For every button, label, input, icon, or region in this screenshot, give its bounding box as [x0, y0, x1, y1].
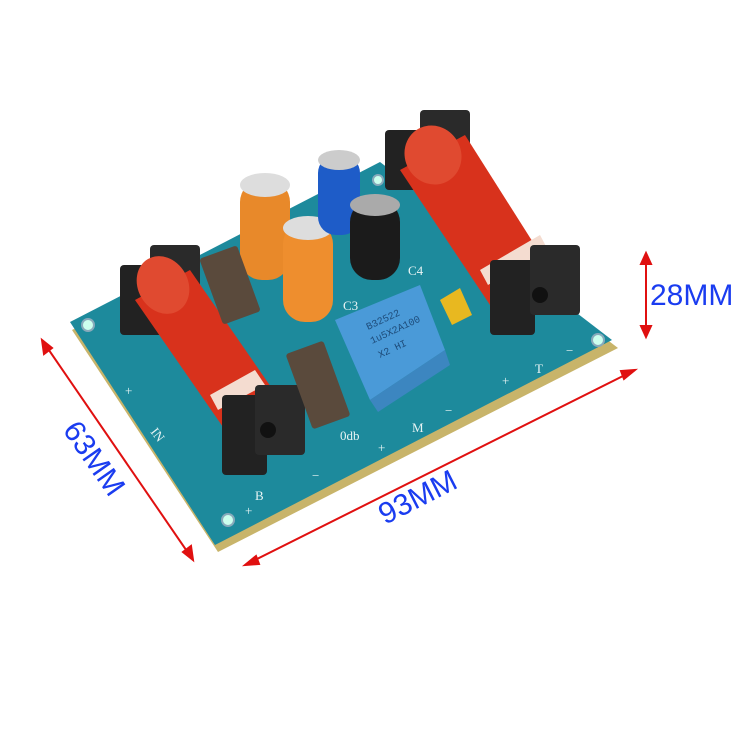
label-minus-m: − [445, 403, 452, 418]
length-dimension-label: 93MM [373, 464, 462, 531]
label-mid: M [412, 420, 424, 435]
mounting-holes [81, 174, 605, 527]
height-dimension-label: 28MM [650, 279, 733, 312]
label-0db: 0db [340, 428, 360, 443]
treble-inductor-coil [385, 110, 580, 335]
yellow-capacitor [440, 288, 472, 325]
label-c4: C4 [408, 263, 424, 278]
label-minus-b: − [312, 468, 319, 483]
label-c3: C3 [343, 298, 358, 313]
width-dimension-label: 63MM [56, 415, 131, 502]
label-bass: B [255, 488, 264, 503]
label-treble: T [535, 361, 543, 376]
label-minus-t: − [566, 343, 573, 358]
label-plus-t: + [502, 373, 509, 388]
film-capacitor: B32522 1u5X2A100 X2 HI [335, 285, 450, 412]
label-plus-b: + [245, 503, 252, 518]
electrolytic-capacitors [240, 150, 400, 322]
label-plus-m: + [378, 440, 385, 455]
attenuator-switch-2[interactable] [199, 245, 261, 324]
label-plus-in: + [125, 383, 132, 398]
attenuator-switch[interactable] [286, 341, 351, 430]
dimension-lines [40, 250, 653, 567]
bass-inductor-coil [120, 245, 305, 475]
